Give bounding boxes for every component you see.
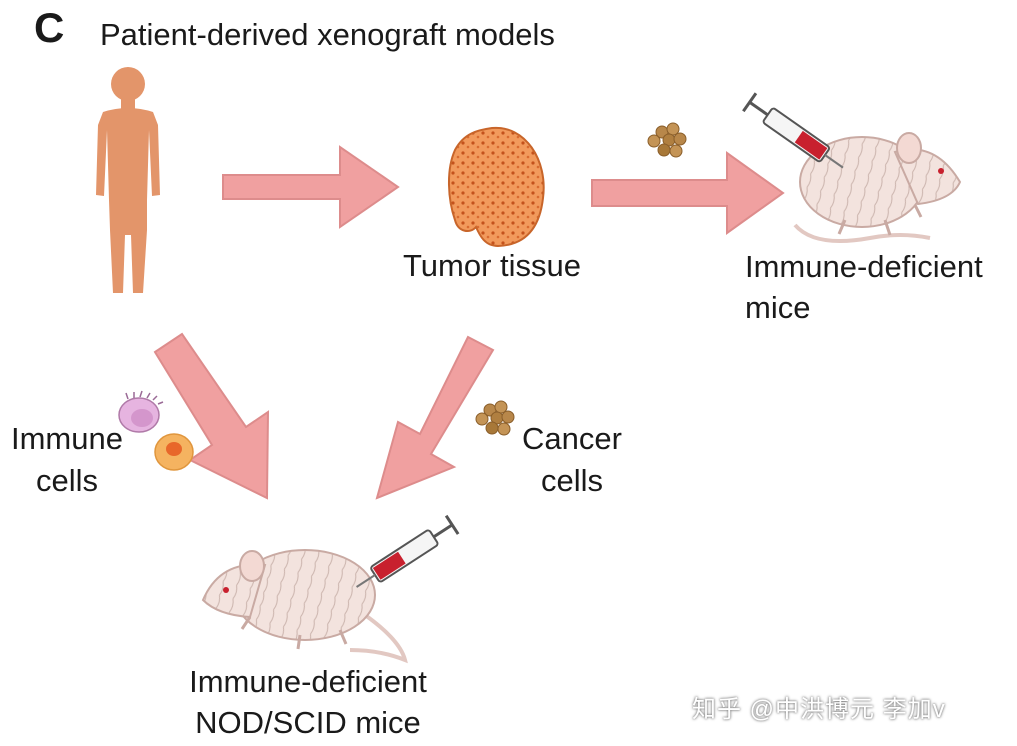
bottom-mice-label-line1: Immune-deficient: [189, 664, 427, 699]
tumor-tissue-label: Tumor tissue: [402, 248, 581, 283]
arrow-tumor-to-nodscid: [375, 335, 495, 500]
figure-title: Patient-derived xenograft models: [100, 17, 555, 52]
arrow-tumor-to-mice: [591, 151, 785, 235]
panel-letter: C: [34, 4, 65, 51]
mouse-bottom-icon: [201, 549, 408, 664]
cancer-cell-cluster-top-icon: [647, 122, 687, 158]
immune-cells-label-line2: cells: [35, 463, 98, 498]
cancer-cells-label-line2: cells: [540, 463, 603, 498]
cancer-cells-label-line1: Cancer: [522, 421, 622, 456]
arrow-human-to-nodscid: [153, 332, 270, 500]
human-body-icon: [96, 67, 160, 293]
immune-cell-macrophage-icon: [154, 433, 194, 471]
immune-cells-label-line1: Immune: [11, 421, 123, 456]
arrow-human-to-tumor: [222, 145, 400, 229]
tumor-tissue-icon: [447, 126, 545, 248]
immune-cell-lymphocyte-icon: [118, 390, 164, 433]
bottom-mice-label-line2: NOD/SCID mice: [195, 705, 421, 740]
top-mice-label-line2: mice: [745, 290, 811, 325]
cancer-cell-cluster-bottom-icon: [475, 400, 515, 436]
watermark-text: 知乎 @中洪博元 李加v: [692, 696, 946, 723]
top-mice-label-line1: Immune-deficient: [745, 249, 983, 284]
